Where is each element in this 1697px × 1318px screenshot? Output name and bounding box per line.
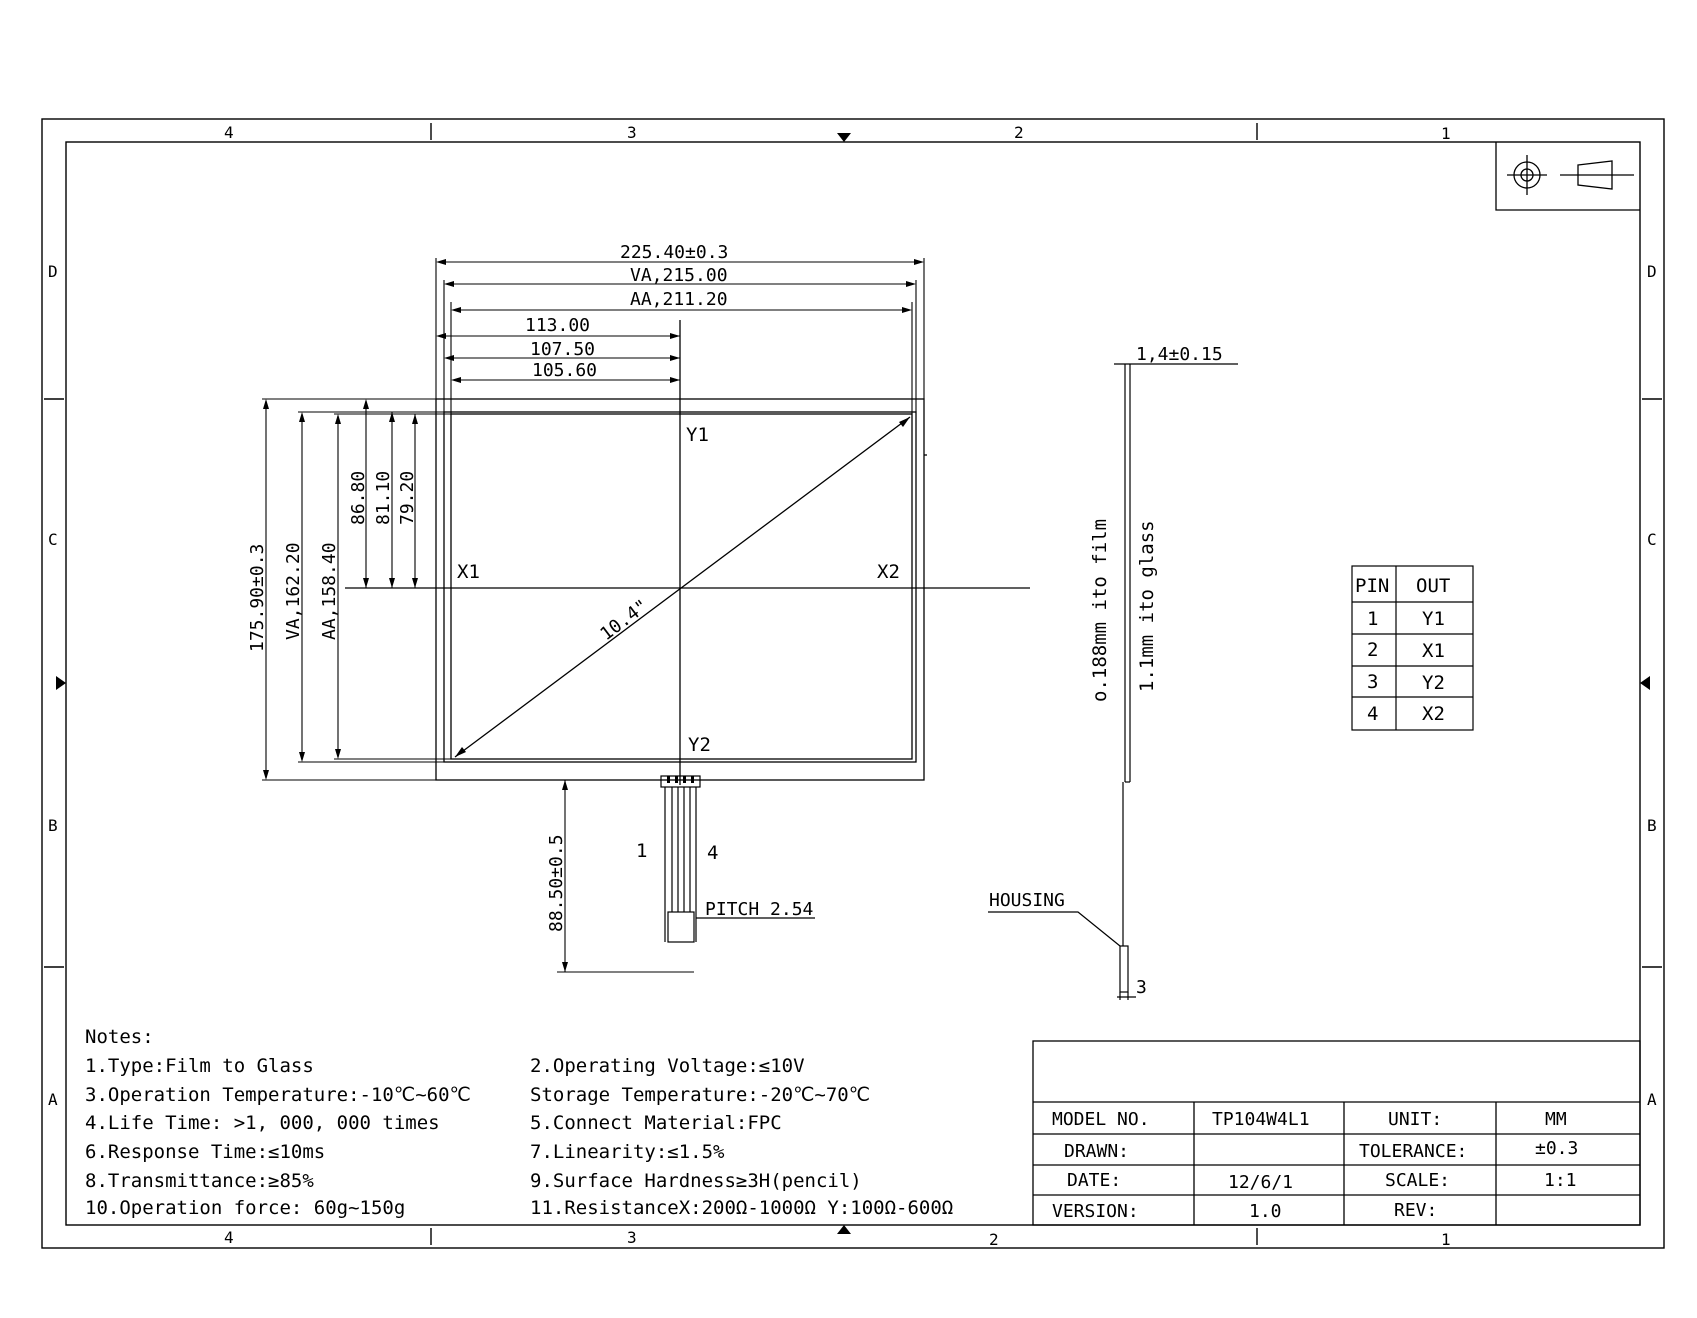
zone-row-c-left: C — [48, 530, 58, 549]
film-label: o.188mm ito film — [1089, 519, 1111, 702]
note-item: 1.Type:Film to Glass — [85, 1055, 314, 1077]
pin-table-cell: Y1 — [1422, 608, 1445, 630]
dim-center-113: 113.00 — [525, 315, 590, 336]
dim-tail-length: 88.50±0.5 — [546, 834, 567, 932]
note-item: 6.Response Time:≤10ms — [85, 1141, 325, 1163]
tb-value-unit: MM — [1545, 1109, 1567, 1130]
tb-label-scale: SCALE: — [1385, 1170, 1450, 1191]
dim-aa-width: AA,211.20 — [630, 289, 728, 310]
pin-table-cell: 3 — [1367, 671, 1378, 693]
dim-overall-height: 175.90±0.3 — [247, 544, 268, 652]
dim-811: 81.10 — [373, 471, 394, 525]
notes-block: Notes: 1.Type:Film to Glass 2.Operating … — [85, 1026, 953, 1219]
zone-col-1-bottom: 1 — [1441, 1230, 1451, 1249]
dim-center-1056: 105.60 — [532, 360, 597, 381]
notes-title: Notes: — [85, 1026, 154, 1048]
tail-pin-1: 1 — [636, 840, 647, 862]
zone-col-3-bottom: 3 — [627, 1228, 637, 1247]
dim-housing-width: 3 — [1136, 977, 1147, 998]
title-block — [1032, 1040, 1641, 1226]
tb-label-date: DATE: — [1067, 1170, 1121, 1191]
electrode-y1: Y1 — [686, 424, 709, 446]
zone-row-b-right: B — [1647, 816, 1657, 835]
note-item: 10.Operation force: 60g~150g — [85, 1197, 405, 1219]
zone-col-2-bottom: 2 — [989, 1230, 999, 1249]
note-item: 3.Operation Temperature:-10℃~60℃ — [85, 1084, 471, 1106]
dim-center-1075: 107.50 — [530, 339, 595, 360]
dim-diagonal: 10.4" — [596, 596, 652, 645]
zone-row-c-right: C — [1647, 530, 1657, 549]
zone-col-4-bottom: 4 — [224, 1228, 234, 1247]
dim-aa-height: AA,158.40 — [319, 542, 340, 640]
touch-panel-front-view — [345, 320, 1030, 785]
zone-row-a-left: A — [48, 1090, 58, 1109]
centering-arrows — [56, 133, 1650, 1234]
dim-va-width: VA,215.00 — [630, 265, 728, 286]
pin-table-cell: 4 — [1367, 703, 1378, 725]
zone-row-d-right: D — [1647, 262, 1657, 281]
pitch-label: PITCH 2.54 — [705, 899, 813, 920]
note-item: 8.Transmittance:≥85% — [85, 1170, 314, 1192]
zone-col-4-top: 4 — [224, 123, 234, 142]
touch-panel-side-view — [988, 363, 1238, 1000]
tb-value-scale: 1:1 — [1544, 1170, 1577, 1191]
electrode-y2: Y2 — [688, 734, 711, 756]
note-item: 2.Operating Voltage:≤10V — [530, 1055, 805, 1077]
pin-table-cell: Y2 — [1422, 672, 1445, 694]
pin-table-cell: 2 — [1367, 639, 1378, 661]
note-item: 4.Life Time: >1, 000, 000 times — [85, 1112, 440, 1134]
zone-row-b-left: B — [48, 816, 58, 835]
fpc-tail — [660, 775, 815, 943]
tb-value-date: 12/6/1 — [1228, 1172, 1293, 1193]
tb-label-unit: UNIT: — [1388, 1109, 1442, 1130]
outer-border — [41, 118, 1665, 1249]
projection-symbol-icon — [1495, 142, 1640, 211]
dim-va-height: VA,162.20 — [283, 542, 304, 640]
electrode-x1: X1 — [457, 561, 480, 583]
tb-value-model: TP104W4L1 — [1212, 1109, 1310, 1130]
tb-label-tolerance: TOLERANCE: — [1359, 1141, 1467, 1162]
note-item: Storage Temperature:-20℃~70℃ — [530, 1084, 870, 1106]
pin-table-cell: X2 — [1422, 703, 1445, 725]
pin-table-cell: X1 — [1422, 640, 1445, 662]
pin-table-cell: 1 — [1367, 608, 1378, 630]
pin-table — [1351, 565, 1474, 731]
tb-label-version: VERSION: — [1052, 1201, 1139, 1222]
inner-border — [65, 141, 1641, 1226]
dim-thickness: 1,4±0.15 — [1136, 344, 1223, 365]
zone-row-d-left: D — [48, 262, 58, 281]
tb-label-rev: REV: — [1394, 1200, 1437, 1221]
pin-table-header-pin: PIN — [1355, 575, 1389, 597]
note-item: 9.Surface Hardness≥3H(pencil) — [530, 1170, 862, 1192]
dim-overall-width: 225.40±0.3 — [620, 242, 728, 263]
note-item: 5.Connect Material:FPC — [530, 1112, 782, 1134]
zone-col-2-top: 2 — [1014, 123, 1024, 142]
note-item: 11.ResistanceX:200Ω-1000Ω Y:100Ω-600Ω — [530, 1197, 953, 1219]
dim-868: 86.80 — [348, 471, 369, 525]
tb-value-version: 1.0 — [1249, 1201, 1282, 1222]
electrode-x2: X2 — [877, 561, 900, 583]
tb-label-drawn: DRAWN: — [1064, 1141, 1129, 1162]
dim-792: 79.20 — [397, 471, 418, 525]
note-item: 7.Linearity:≤1.5% — [530, 1141, 725, 1163]
zone-row-a-right: A — [1647, 1090, 1657, 1109]
pin-table-header-out: OUT — [1416, 575, 1450, 597]
zone-col-3-top: 3 — [627, 123, 637, 142]
tail-pin-4: 4 — [707, 842, 718, 864]
zone-col-1-top: 1 — [1441, 124, 1451, 143]
tb-value-tolerance: ±0.3 — [1535, 1138, 1578, 1159]
glass-label: 1.1mm ito glass — [1136, 520, 1158, 692]
tb-label-model: MODEL NO. — [1052, 1109, 1150, 1130]
housing-label: HOUSING — [989, 890, 1065, 911]
